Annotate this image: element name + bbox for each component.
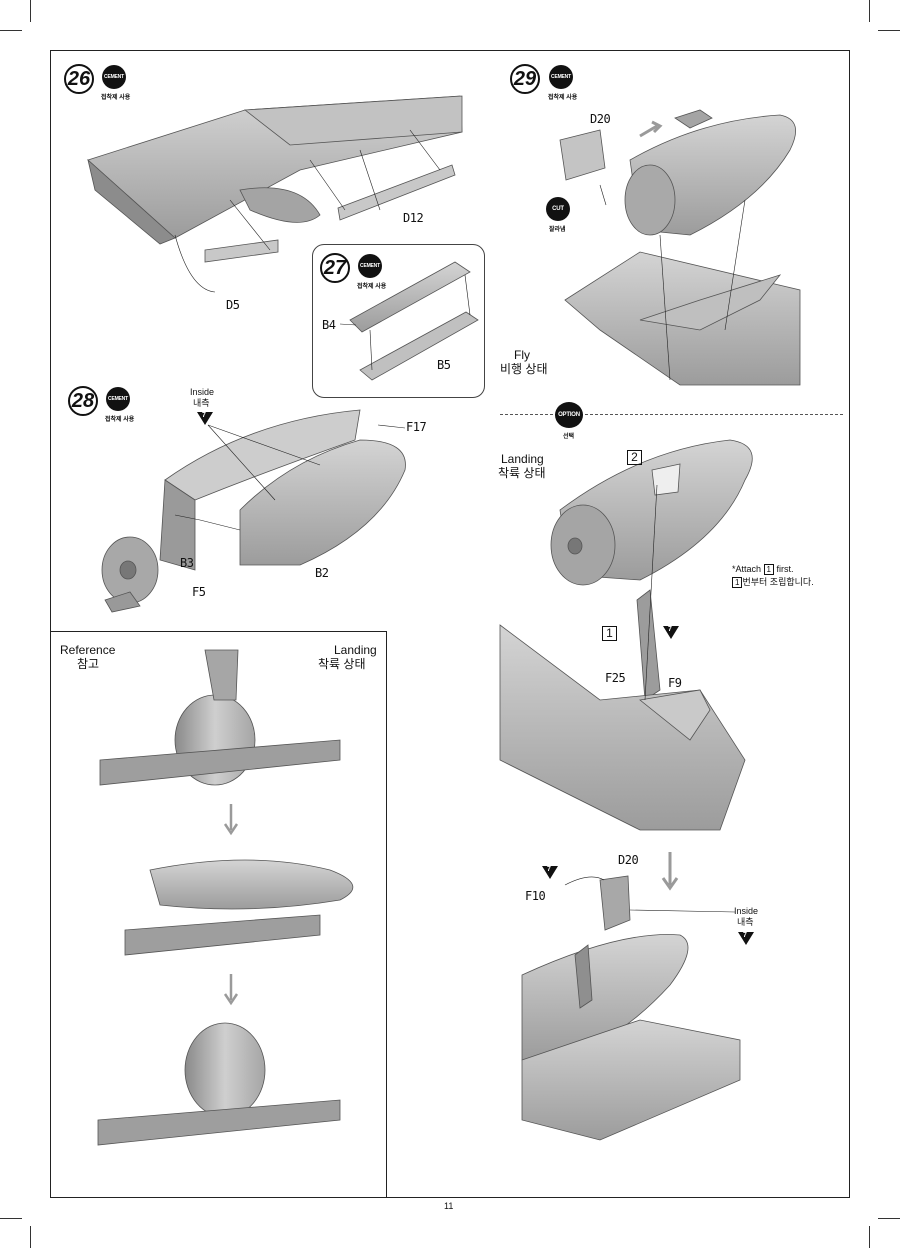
part-label-f25: F25	[605, 671, 626, 685]
step-27-number: 27	[320, 253, 350, 283]
fly-label: Fly	[514, 348, 530, 362]
cut-badge-caption: 잘라냄	[549, 227, 566, 233]
inside-marker-icon: 7	[197, 412, 213, 425]
reference-box	[50, 631, 387, 1198]
reference-landing-label: Landing	[334, 643, 377, 657]
inside-marker-icon: 7	[738, 932, 754, 945]
crop-mark	[0, 30, 22, 31]
crop-mark	[878, 1218, 900, 1219]
sequence-box-2: 2	[627, 450, 642, 465]
step-26-wing	[87, 95, 463, 263]
cement-badge-caption: 접착제 사용	[357, 284, 387, 290]
step-27-box	[312, 244, 485, 398]
crop-mark	[0, 1218, 22, 1219]
attach-note: *Attach 1 first.	[732, 564, 794, 575]
part-label-d20: D20	[590, 112, 611, 126]
option-badge: OPTION	[555, 402, 583, 428]
landing-label: Landing	[501, 452, 544, 466]
reference-label: Reference	[60, 643, 116, 657]
page-number: 11	[444, 1201, 454, 1211]
bottom-assembly	[521, 875, 741, 1141]
inside-marker-number: 7	[202, 412, 206, 419]
cement-badge-caption: 접착제 사용	[548, 95, 578, 101]
landing-label-ko: 착륙 상태	[498, 466, 546, 480]
reference-landing-label-ko: 착륙 상태	[318, 657, 366, 671]
fly-label-ko: 비행 상태	[500, 362, 548, 376]
step-28-nacelle	[101, 409, 406, 613]
part-label-b3: B3	[180, 556, 194, 570]
cut-badge: CUT	[546, 197, 570, 221]
attach-note-ko-box: 1	[732, 577, 743, 588]
crop-mark	[30, 0, 31, 22]
part-label-f17: F17	[406, 420, 427, 434]
crop-mark	[878, 30, 900, 31]
part-label-b2: B2	[315, 566, 329, 580]
crop-mark	[30, 1226, 31, 1248]
inside-label-2: Inside	[734, 906, 759, 916]
crop-mark	[869, 0, 870, 22]
cement-badge: CEMENT	[102, 65, 126, 89]
inside-label: Inside	[190, 387, 215, 397]
option-divider	[500, 414, 843, 415]
attach-note-first: first.	[776, 564, 794, 574]
step-29-assembly	[559, 109, 801, 386]
page-frame	[50, 50, 850, 1198]
cement-badge-caption: 접착제 사용	[105, 417, 135, 423]
part-label-b4: B4	[322, 318, 336, 332]
part-label-f10: F10	[525, 889, 546, 903]
inside-label-2-ko: 내측	[737, 917, 754, 927]
part-label-d20-bottom: D20	[618, 853, 639, 867]
inside-marker-number: 7	[668, 626, 672, 633]
cement-badge-caption: 접착제 사용	[101, 95, 131, 101]
step-28-number: 28	[68, 386, 98, 416]
reference-illustrations	[97, 649, 354, 1146]
inside-marker-number: 7	[547, 866, 551, 873]
cement-badge: CEMENT	[358, 254, 382, 278]
part-label-d5: D5	[226, 298, 240, 312]
crop-mark	[869, 1226, 870, 1248]
step-27-parts	[349, 261, 479, 381]
cement-badge: CEMENT	[106, 387, 130, 411]
attach-note-text: *Attach	[732, 564, 762, 574]
attach-note-ko-text: 번부터 조립합니다.	[742, 577, 814, 587]
inside-label-ko: 내측	[193, 398, 210, 408]
step-29-number: 29	[510, 64, 540, 94]
landing-assembly	[499, 439, 753, 831]
option-badge-caption: 선택	[563, 434, 575, 440]
reference-label-ko: 참고	[77, 657, 100, 671]
part-label-b5: B5	[437, 358, 451, 372]
part-label-d12: D12	[403, 211, 424, 225]
inside-marker-icon: 7	[542, 866, 558, 879]
part-label-f9: F9	[668, 676, 682, 690]
inside-marker-number: 7	[743, 932, 747, 939]
part-label-f5: F5	[192, 585, 206, 599]
inside-marker-icon: 7	[663, 626, 679, 639]
attach-note-box: 1	[763, 564, 774, 575]
step-26-number: 26	[64, 64, 94, 94]
cement-badge: CEMENT	[549, 65, 573, 89]
sequence-box-1: 1	[602, 626, 617, 641]
